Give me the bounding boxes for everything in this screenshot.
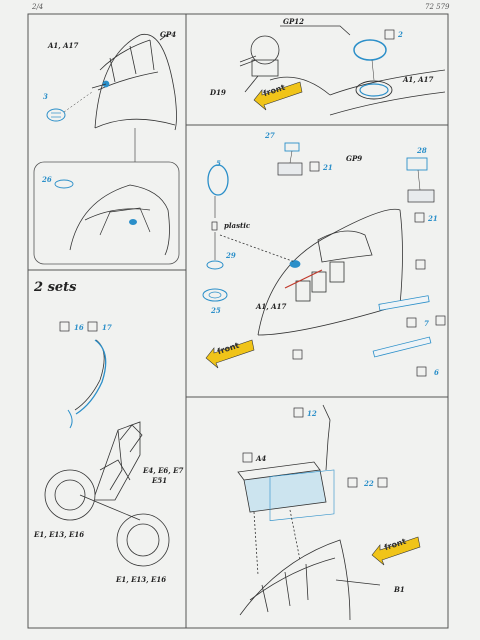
gunsight-drawing bbox=[239, 25, 446, 116]
callout-2: 2 bbox=[398, 30, 403, 39]
callout-e4-e6-e7: E4, E6, E7 bbox=[143, 466, 184, 475]
callout-a1-a17: A1, A17 bbox=[48, 41, 79, 50]
callout-6: 6 bbox=[434, 368, 439, 377]
callout-d19: D19 bbox=[210, 88, 226, 97]
page-number: 2/4 bbox=[32, 3, 44, 11]
part-3-plate bbox=[46, 91, 93, 122]
callout-21-right: 21 bbox=[428, 214, 438, 223]
canopy-nose-drawing bbox=[91, 33, 177, 131]
callout-a1-a17-gunsight: A1, A17 bbox=[403, 75, 434, 84]
callout-a4: A4 bbox=[256, 454, 267, 463]
callout-gp12: GP12 bbox=[283, 17, 304, 26]
callout-5: 5 bbox=[216, 159, 221, 168]
part-27-screen bbox=[277, 142, 303, 176]
callout-e51: E51 bbox=[152, 476, 168, 485]
callout-a1-a17-fuselage: A1, A17 bbox=[256, 302, 287, 311]
callout-26: 26 bbox=[42, 175, 52, 184]
instruction-icons bbox=[59, 29, 446, 488]
callout-7: 7 bbox=[424, 319, 429, 328]
callout-e1-e13-e16-left: E1, E13, E16 bbox=[34, 530, 85, 539]
callout-plastic: plastic bbox=[224, 221, 251, 230]
part-5-ring bbox=[202, 164, 229, 302]
callout-e1-e13-e16-right: E1, E13, E16 bbox=[116, 575, 167, 584]
callout-12: 12 bbox=[307, 409, 317, 418]
sets-heading: 2 sets bbox=[34, 280, 77, 295]
part-28-screen bbox=[406, 157, 435, 203]
callout-25: 25 bbox=[211, 306, 221, 315]
callout-27: 27 bbox=[265, 131, 275, 140]
part-7-strip bbox=[372, 295, 432, 358]
callout-gp4: GP4 bbox=[160, 30, 177, 39]
kit-code: 72 579 bbox=[425, 3, 450, 11]
callout-17: 17 bbox=[102, 323, 112, 332]
part-2-ring bbox=[353, 39, 393, 100]
callout-gp9: GP9 bbox=[346, 154, 363, 163]
front-arrow-mid bbox=[205, 339, 255, 369]
front-arrow-top bbox=[253, 81, 303, 111]
callout-b1: B1 bbox=[394, 585, 405, 594]
callout-22: 22 bbox=[364, 479, 374, 488]
callout-29: 29 bbox=[226, 251, 236, 260]
callout-21-left: 21 bbox=[323, 163, 333, 172]
seat-armor-drawing bbox=[237, 404, 381, 621]
detail-inset bbox=[33, 161, 180, 265]
callout-16: 16 bbox=[74, 323, 84, 332]
landing-gear-drawing bbox=[44, 339, 170, 567]
fuselage-drawing bbox=[219, 208, 403, 336]
front-arrow-bottom bbox=[371, 536, 421, 566]
callout-3: 3 bbox=[43, 92, 48, 101]
callout-28: 28 bbox=[417, 146, 427, 155]
